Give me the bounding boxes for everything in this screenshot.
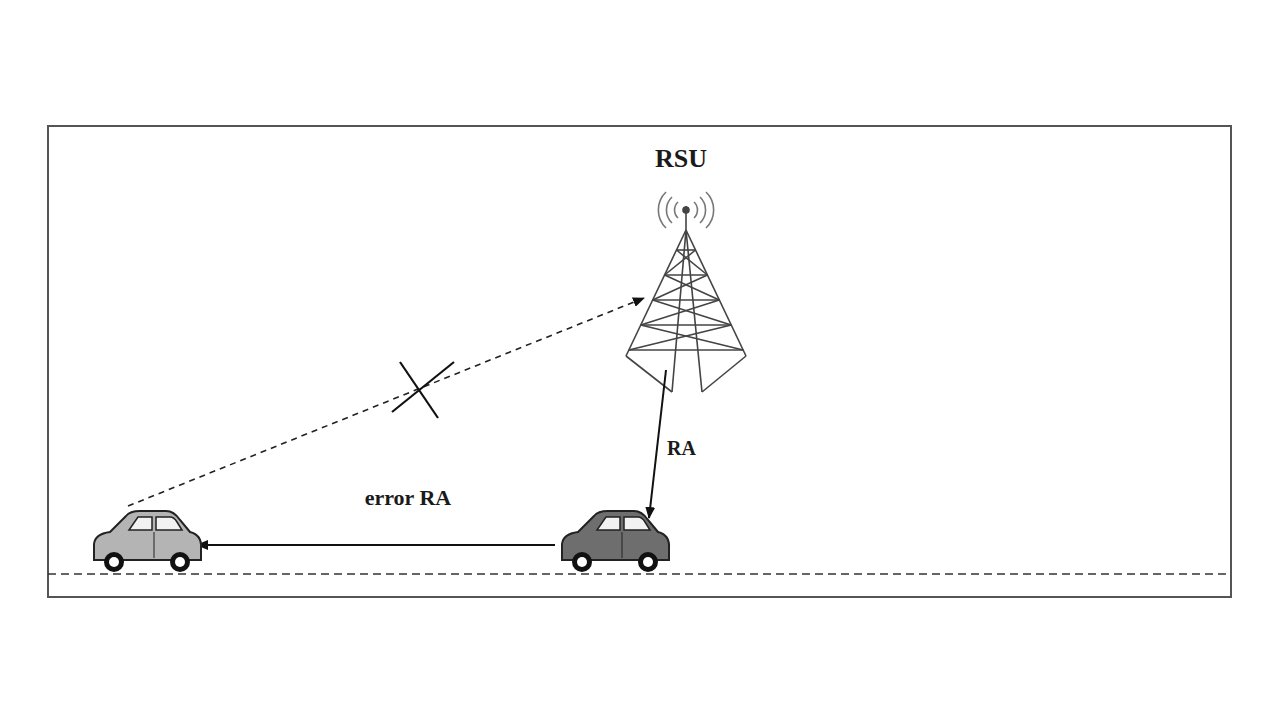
frame [48, 126, 1231, 597]
failed-link [128, 298, 644, 506]
arrow-label: error RA [365, 486, 452, 510]
error-ra-arrow [197, 544, 555, 546]
cross-mark [392, 362, 454, 412]
rsu-heading: RSU [655, 145, 707, 174]
node-text: RSU [655, 145, 707, 174]
ra-arrow [649, 370, 666, 518]
road-line [48, 573, 1231, 575]
vehicle [562, 511, 669, 572]
vehicle [94, 511, 201, 572]
rsu-tower [626, 192, 746, 392]
arrow-label: RA [667, 437, 696, 459]
